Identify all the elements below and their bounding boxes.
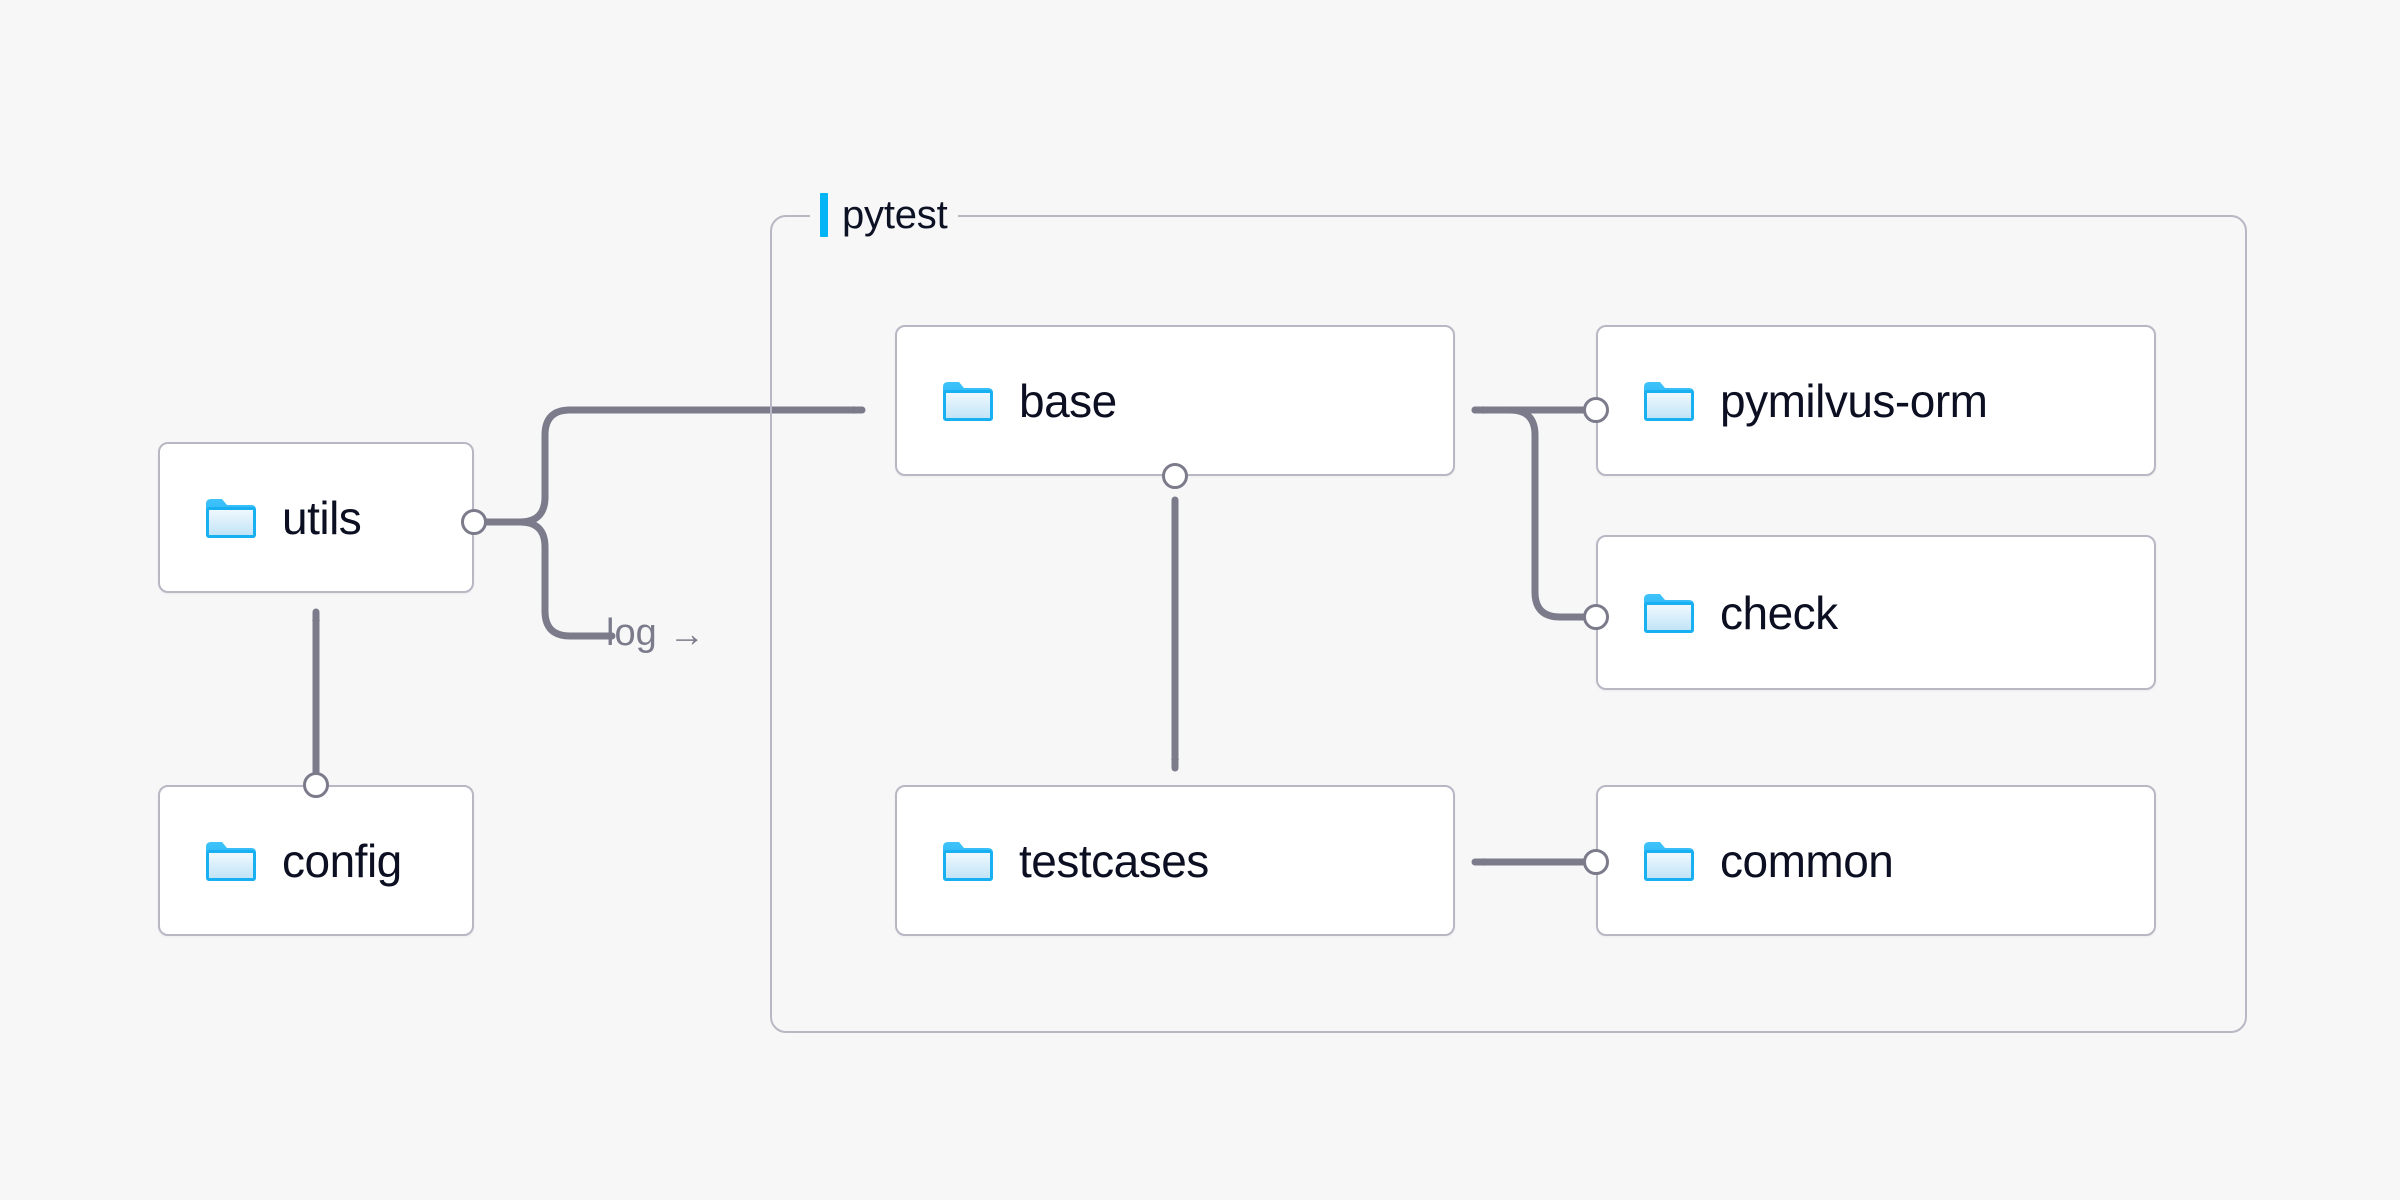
folder-icon (206, 841, 256, 881)
node-config[interactable]: config (158, 785, 474, 936)
node-pymilvus-orm[interactable]: pymilvus-orm (1596, 325, 2156, 476)
port-check-left[interactable] (1583, 604, 1609, 630)
port-base-bottom[interactable] (1162, 463, 1188, 489)
folder-icon (1644, 593, 1694, 633)
node-utils[interactable]: utils (158, 442, 474, 593)
node-testcases[interactable]: testcases (895, 785, 1455, 936)
port-common-left[interactable] (1583, 849, 1609, 875)
group-pytest-label: pytest (810, 188, 958, 242)
edge-label-log: log → (606, 612, 705, 655)
folder-icon (943, 381, 993, 421)
node-check[interactable]: check (1596, 535, 2156, 690)
group-pytest[interactable] (770, 215, 2247, 1033)
node-check-label: check (1720, 586, 1838, 639)
node-common-label: common (1720, 834, 1894, 887)
edge-label-log-text: log (606, 612, 657, 654)
node-common[interactable]: common (1596, 785, 2156, 936)
node-testcases-label: testcases (1019, 834, 1209, 887)
node-config-label: config (282, 834, 402, 887)
folder-icon (1644, 841, 1694, 881)
arrow-right-icon: → (668, 612, 705, 654)
node-config-content: config (160, 834, 402, 888)
folder-icon (943, 841, 993, 881)
port-utils-right[interactable] (461, 509, 487, 535)
node-testcases-content: testcases (897, 834, 1209, 888)
node-pymilvus-orm-label: pymilvus-orm (1720, 374, 1988, 427)
node-pymilvus-orm-content: pymilvus-orm (1598, 374, 1988, 428)
folder-icon (1644, 381, 1694, 421)
node-check-content: check (1598, 586, 1838, 640)
node-base-content: base (897, 374, 1117, 428)
edge-utils-log (483, 518, 616, 640)
group-title: pytest (842, 192, 948, 237)
port-pymilvus-orm-left[interactable] (1583, 397, 1609, 423)
node-common-content: common (1598, 834, 1894, 888)
node-utils-label: utils (282, 491, 362, 544)
port-config-top[interactable] (303, 772, 329, 798)
node-utils-content: utils (160, 491, 362, 545)
node-base[interactable]: base (895, 325, 1455, 476)
accent-bar-icon (820, 193, 828, 237)
folder-icon (206, 498, 256, 538)
node-base-label: base (1019, 374, 1117, 427)
